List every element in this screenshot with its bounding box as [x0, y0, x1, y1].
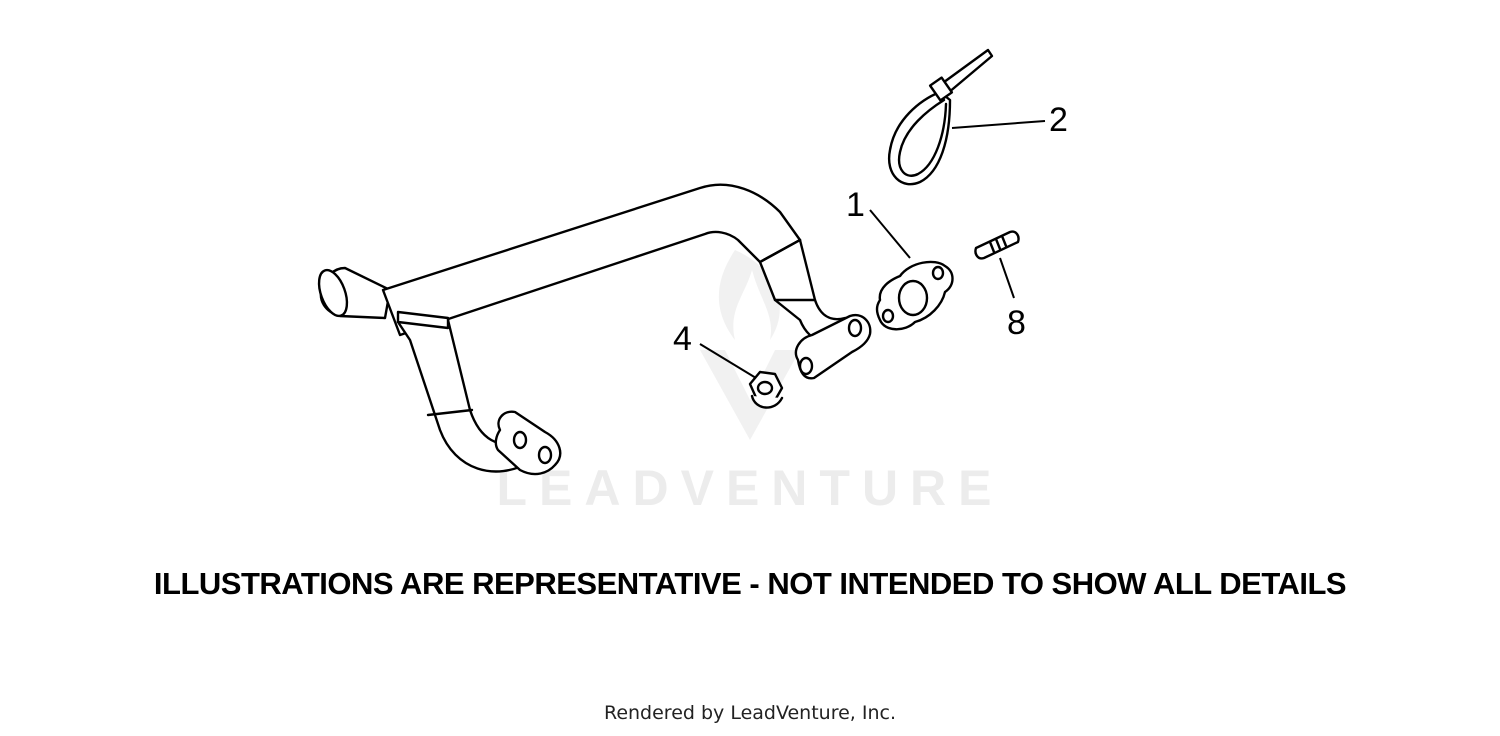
callout-8[interactable]: 8	[1007, 304, 1026, 342]
part-1-gasket[interactable]	[875, 260, 954, 331]
part-2-cable-tie[interactable]	[887, 48, 994, 186]
leader-line-1	[869, 209, 911, 259]
disclaimer-text: ILLUSTRATIONS ARE REPRESENTATIVE - NOT I…	[153, 566, 1347, 601]
callout-1[interactable]: 1	[846, 186, 865, 224]
leader-line-8	[999, 257, 1015, 299]
watermark-text: LEADVENTURE	[496, 460, 1003, 516]
leader-line-4	[699, 343, 757, 379]
part-8-stud[interactable]	[974, 230, 1020, 260]
callout-4[interactable]: 4	[673, 320, 692, 358]
leader-line-2	[951, 120, 1046, 129]
callout-2[interactable]: 2	[1049, 101, 1068, 139]
rendered-by-credit: Rendered by LeadVenture, Inc.	[603, 702, 897, 724]
part-4-flange-nut[interactable]	[748, 370, 784, 409]
exhaust-pipe-assembly[interactable]	[314, 183, 872, 476]
